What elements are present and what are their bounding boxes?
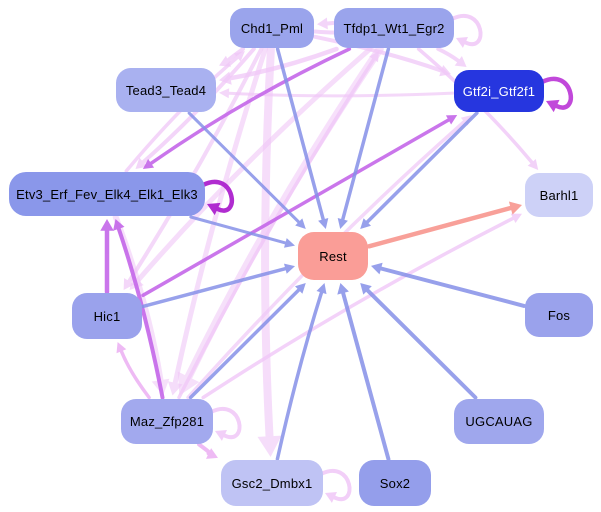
edge-arrowhead xyxy=(325,492,337,503)
edge-tfdp1-gtf2i xyxy=(436,47,467,67)
edge-arrowhead xyxy=(369,51,379,63)
edge-arrowhead xyxy=(295,283,306,294)
edge-arrowhead xyxy=(295,218,306,229)
edge-maz-etv3 xyxy=(113,219,165,400)
edge-arrowhead xyxy=(445,115,458,125)
edge-tfdp1-chd1 xyxy=(317,17,335,30)
node-fos[interactable]: Fos xyxy=(525,293,593,337)
edge-chd1-gsc2 xyxy=(257,45,282,457)
node-etv3[interactable]: Etv3_Erf_Fev_Elk4_Elk1_Elk3 xyxy=(9,172,205,216)
edge-arrowhead xyxy=(546,99,560,113)
edge-chd1-hic1 xyxy=(123,47,264,290)
edge-arrowhead xyxy=(360,283,372,295)
edge-arrowhead xyxy=(257,435,282,457)
edge-chd1-rest xyxy=(275,47,329,229)
edge-arrowhead xyxy=(215,430,227,441)
edge-arrowhead xyxy=(123,278,135,290)
edge-tead3-rest xyxy=(187,111,306,229)
edge-fos-rest xyxy=(371,262,526,308)
edge-gtf2i-tead3 xyxy=(219,88,455,99)
edge-arrowhead xyxy=(456,37,468,48)
edge-arrowhead xyxy=(207,202,221,216)
node-barhl1[interactable]: Barhl1 xyxy=(525,173,593,217)
edge-arrowhead xyxy=(337,283,349,295)
edge-ugcauag-rest xyxy=(360,283,478,400)
edge-etv3-rest xyxy=(189,215,295,248)
edge-maz-barhl1 xyxy=(201,213,522,400)
edge-arrowhead xyxy=(318,218,329,229)
node-gtf2i[interactable]: Gtf2i_Gtf2f1 xyxy=(454,70,544,112)
edge-arrowhead xyxy=(454,56,467,67)
edge-arrowhead xyxy=(371,262,383,275)
edge-arrowhead xyxy=(116,342,127,354)
self-loop-maz xyxy=(209,407,242,441)
edge-arrowhead xyxy=(360,218,371,229)
edge-tfdp1-rest xyxy=(337,47,391,229)
edge-arrowhead xyxy=(284,263,295,274)
node-ugcauag[interactable]: UGCAUAG xyxy=(454,398,544,444)
node-chd1[interactable]: Chd1_Pml xyxy=(230,8,314,48)
edge-arrowhead xyxy=(527,159,539,170)
edge-arrowhead xyxy=(206,448,218,459)
edge-rest-barhl1 xyxy=(366,201,522,249)
edge-arrowhead xyxy=(142,159,155,169)
edge-arrowhead xyxy=(508,201,522,215)
node-tfdp1[interactable]: Tfdp1_Wt1_Egr2 xyxy=(334,8,454,48)
self-loop-tfdp1 xyxy=(450,14,483,48)
edge-hic1-etv3 xyxy=(100,219,114,295)
self-loop-gsc2 xyxy=(319,469,352,503)
node-tead3[interactable]: Tead3_Tead4 xyxy=(116,68,216,112)
node-sox2[interactable]: Sox2 xyxy=(359,460,431,506)
edge-arrowhead xyxy=(316,283,327,295)
node-maz[interactable]: Maz_Zfp281 xyxy=(121,398,213,444)
edge-arrowhead xyxy=(317,17,328,30)
edge-maz-rest xyxy=(188,283,306,400)
edge-gsc2-rest xyxy=(275,283,327,461)
edge-hic1-rest xyxy=(141,263,295,309)
self-loop-gtf2i xyxy=(539,76,573,113)
edge-maz-gsc2 xyxy=(197,442,218,459)
node-gsc2[interactable]: Gsc2_Dmbx1 xyxy=(221,460,323,506)
edge-arrowhead xyxy=(113,219,125,231)
edge-arrowhead xyxy=(100,219,114,231)
edge-hic1-gtf2i xyxy=(141,115,458,298)
node-hic1[interactable]: Hic1 xyxy=(72,293,142,339)
edge-arrowhead xyxy=(284,238,295,248)
edge-arrowhead xyxy=(337,218,348,229)
edge-gtf2i-rest xyxy=(360,111,479,229)
edge-tfdp1-etv3 xyxy=(142,47,352,169)
edge-maz-hic1 xyxy=(116,342,151,400)
edge-arrowhead xyxy=(135,157,148,169)
edge-sox2-rest xyxy=(337,283,391,461)
edge-arrowhead xyxy=(219,88,230,99)
edge-maz-tfdp1 xyxy=(177,51,379,400)
edge-arrowhead xyxy=(460,115,472,126)
self-loop-etv3 xyxy=(200,179,234,216)
node-rest[interactable]: Rest xyxy=(298,232,368,280)
edge-arrowhead xyxy=(233,51,245,62)
edge-arrowhead xyxy=(510,213,522,223)
